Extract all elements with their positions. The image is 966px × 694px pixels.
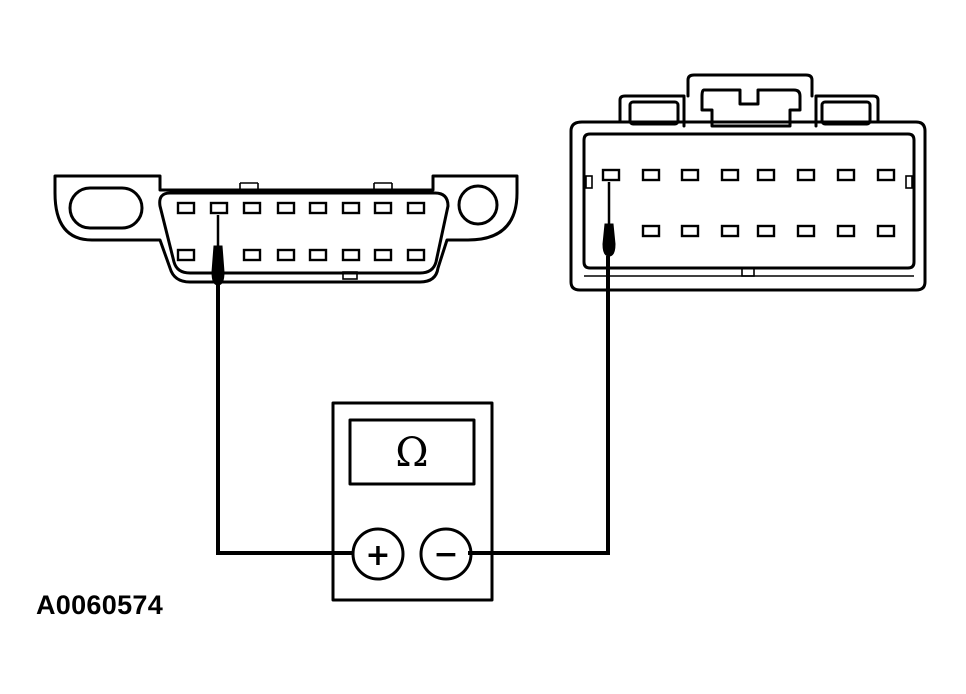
pin [720,168,740,182]
pin [836,168,856,182]
pin [876,224,896,238]
pin [601,168,621,182]
pin [641,168,661,182]
pin [209,201,229,215]
pin [373,248,393,262]
left-mounting-hole [457,184,499,226]
pin [341,248,361,262]
right-connector-latch [686,73,814,98]
pin [341,201,361,215]
pin [373,201,393,215]
pin [756,224,776,238]
pin [176,201,196,215]
pin [406,248,426,262]
positive-test-lead [216,285,352,555]
pin [308,201,328,215]
right-connector-pins [601,168,896,238]
left-connector-flange [53,174,519,284]
right-connector [569,73,927,292]
pin [276,248,296,262]
right-ear-left-window [628,100,680,126]
pin [641,224,661,238]
ohmmeter-body [331,401,494,602]
right-connector-housing [569,120,927,292]
pin [308,248,328,262]
left-connector-top-rib [239,182,393,190]
pin [276,201,296,215]
figure-id-label: A0060574 [36,590,164,620]
negative-terminal-label: − [433,537,458,572]
pin [876,168,896,182]
ohmmeter: Ω + − [331,401,494,602]
right-ear-right-window [820,100,872,126]
pin [242,201,262,215]
ohm-symbol: Ω [395,430,428,476]
right-latch-tab [700,88,802,128]
positive-terminal-label: + [365,538,390,573]
pin [836,224,856,238]
right-connector-inner-frame [582,132,916,270]
negative-test-lead [468,256,610,555]
left-probe-tip [211,245,225,286]
positive-terminal [351,527,405,581]
right-probe-tip [602,223,616,257]
pin [720,224,740,238]
pin [680,224,700,238]
left-connector-bottom-key [342,271,358,280]
ohmmeter-display [348,418,476,486]
pin [242,248,262,262]
left-connector [53,174,519,286]
left-connector-body [158,191,450,275]
pin [756,168,776,182]
right-connector-side-key-right [905,175,913,189]
pin [796,224,816,238]
pin [796,168,816,182]
negative-terminal [419,527,473,581]
left-connector-pins [176,201,426,262]
left-mounting-slot [68,186,144,230]
pin [176,248,196,262]
right-connector-bottom-key [741,267,755,277]
pin [406,201,426,215]
right-connector-side-key-left [585,175,593,189]
pin [680,168,700,182]
right-connector-top-ears [618,94,880,128]
